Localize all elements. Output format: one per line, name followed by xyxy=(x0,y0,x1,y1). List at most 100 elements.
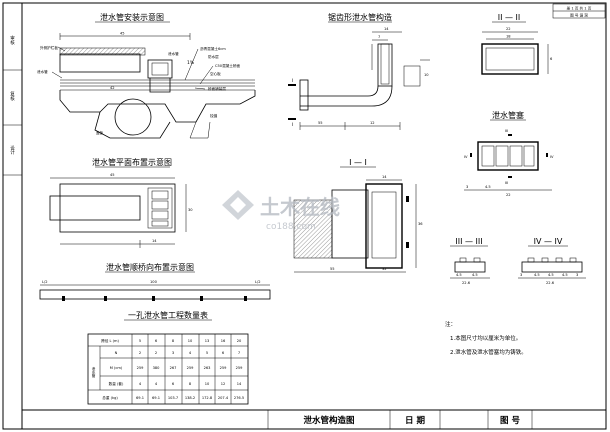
svg-text:69.1: 69.1 xyxy=(136,396,144,400)
svg-text:数量 (套): 数量 (套) xyxy=(109,381,124,386)
side-label-check: 复核 xyxy=(3,90,22,126)
svg-text:泄水管: 泄水管 xyxy=(37,69,48,74)
steel-view: 锯齿形泄水管构造 14 7 I I 10 55 12 xyxy=(288,12,430,130)
svg-text:100: 100 xyxy=(150,280,158,284)
svg-text:276.5: 276.5 xyxy=(234,396,244,400)
title-block: 泄水管构造图 日 期 图 号 xyxy=(22,409,606,429)
svg-text:复核: 复核 xyxy=(10,90,15,102)
section-1-1-title: I — I xyxy=(349,158,367,167)
svg-text:设计: 设计 xyxy=(10,144,15,156)
notes: 注： 1.本图尺寸均以厘米为单位。 2.泄水管及泄水管塞均为铸铁。 xyxy=(445,320,527,356)
svg-text:207.4: 207.4 xyxy=(218,396,229,400)
svg-text:259: 259 xyxy=(220,366,228,370)
svg-text:5: 5 xyxy=(206,351,208,355)
svg-text:外侧护栏板: 外侧护栏板 xyxy=(40,45,58,50)
section-2-2-title: II — II xyxy=(498,13,521,22)
svg-text:259: 259 xyxy=(137,366,145,370)
svg-text:2: 2 xyxy=(139,351,141,355)
svg-text:防水层: 防水层 xyxy=(208,54,219,59)
svg-text:5: 5 xyxy=(139,339,141,343)
elevation-view-title: 泄水管顺桥向布置示意图 xyxy=(106,262,194,272)
svg-text:盖板: 盖板 xyxy=(96,130,104,135)
svg-text:co188.com: co188.com xyxy=(266,222,316,232)
svg-text:14: 14 xyxy=(152,239,157,243)
table-row-m: 259 380 267 259 263 259 259 xyxy=(137,366,244,370)
section-4-4: IV — IV 3 4.5 4.5 4.5 3 22.6 xyxy=(518,237,586,285)
svg-text:土木在线: 土木在线 xyxy=(260,195,340,219)
svg-text:20: 20 xyxy=(237,339,242,343)
svg-text:4: 4 xyxy=(189,351,192,355)
svg-text:8: 8 xyxy=(189,382,192,386)
svg-text:C50混凝土桥面: C50混凝土桥面 xyxy=(215,63,240,68)
svg-text:69.1: 69.1 xyxy=(152,396,160,400)
svg-text:7: 7 xyxy=(378,35,380,39)
svg-text:259: 259 xyxy=(187,366,195,370)
svg-text:14: 14 xyxy=(382,175,387,179)
svg-text:M (cm): M (cm) xyxy=(110,366,123,370)
svg-text:I: I xyxy=(292,122,293,128)
section-4-4-title: IV — IV xyxy=(534,237,563,246)
svg-text:4: 4 xyxy=(139,382,142,386)
table-row-count: 4 4 6 8 10 12 14 xyxy=(139,382,242,386)
svg-text:泄水管: 泄水管 xyxy=(91,366,96,378)
svg-text:36: 36 xyxy=(418,222,423,226)
svg-text:桥面铺装层: 桥面铺装层 xyxy=(208,86,226,91)
install-view: 泄水管安装示意图 45 外侧护栏板 泄水管 泄水管 沥青混凝土6cm 防水层 C… xyxy=(37,12,256,139)
top-right-box: 册 1 页 共 1 页 图 号 涵 洞 xyxy=(552,3,606,19)
svg-text:沥青混凝土6cm: 沥青混凝土6cm xyxy=(200,46,226,51)
table-row-n: 2 2 3 4 5 6 7 xyxy=(139,351,240,355)
note-1: 1.本图尺寸均以厘米为单位。 xyxy=(450,334,521,342)
side-label-review: 审核 xyxy=(3,34,22,71)
side-label-design: 设计 xyxy=(3,144,22,176)
note-2: 2.泄水管及泄水管塞均为铸铁。 xyxy=(450,348,527,356)
svg-text:3: 3 xyxy=(466,185,468,189)
steel-view-title: 锯齿形泄水管构造 xyxy=(328,12,392,22)
svg-text:22.6: 22.6 xyxy=(462,281,471,285)
svg-text:I: I xyxy=(292,78,293,84)
svg-text:铰缝: 铰缝 xyxy=(210,113,218,118)
plan-view-title: 泄水管平面布置示意图 xyxy=(92,157,172,167)
svg-text:12: 12 xyxy=(370,121,375,125)
install-view-title: 泄水管安装示意图 xyxy=(100,12,164,22)
svg-text:4.5: 4.5 xyxy=(472,273,478,277)
svg-text:263: 263 xyxy=(204,366,211,370)
svg-text:14: 14 xyxy=(237,382,242,386)
svg-text:8: 8 xyxy=(172,339,175,343)
svg-text:22.6: 22.6 xyxy=(546,281,555,285)
svg-text:III: III xyxy=(505,181,508,185)
svg-text:4.5: 4.5 xyxy=(534,273,540,277)
svg-text:259: 259 xyxy=(236,366,244,370)
svg-text:IV: IV xyxy=(464,155,468,159)
svg-text:10: 10 xyxy=(424,73,429,77)
svg-text:总重 (kg): 总重 (kg) xyxy=(102,395,118,400)
svg-text:14: 14 xyxy=(384,27,389,31)
quantity-table: 一孔泄水管工程数量表 跨径 L (m) 5 6 8 10 13 16 20 泄水… xyxy=(87,310,249,405)
svg-text:L/2: L/2 xyxy=(42,280,48,284)
watermark-logo: 土木在线 co188.com xyxy=(222,190,340,232)
section-3-3: III — III 4.5 4.5 22.6 xyxy=(450,237,490,285)
svg-text:45: 45 xyxy=(120,32,125,36)
svg-text:267: 267 xyxy=(170,366,177,370)
svg-text:380: 380 xyxy=(153,366,161,370)
svg-text:10: 10 xyxy=(188,339,193,343)
svg-text:32: 32 xyxy=(382,267,387,271)
svg-text:册 1 页 共 1 页: 册 1 页 共 1 页 xyxy=(567,6,592,11)
svg-text:55: 55 xyxy=(318,121,323,125)
svg-text:3: 3 xyxy=(576,273,578,277)
svg-text:6: 6 xyxy=(550,57,553,61)
svg-text:138.2: 138.2 xyxy=(185,396,195,400)
svg-text:6: 6 xyxy=(222,351,225,355)
svg-text:L/2: L/2 xyxy=(255,280,261,284)
svg-text:6: 6 xyxy=(155,339,158,343)
svg-text:4: 4 xyxy=(155,382,158,386)
svg-text:7: 7 xyxy=(238,351,240,355)
svg-text:3: 3 xyxy=(520,273,522,277)
svg-text:6: 6 xyxy=(172,382,175,386)
svg-text:16: 16 xyxy=(221,339,226,343)
svg-text:1%: 1% xyxy=(187,60,195,66)
pipe-cap-title: 泄水管塞 xyxy=(492,110,524,120)
svg-text:13: 13 xyxy=(205,339,210,343)
svg-text:III: III xyxy=(505,129,508,133)
svg-text:55: 55 xyxy=(330,267,335,271)
